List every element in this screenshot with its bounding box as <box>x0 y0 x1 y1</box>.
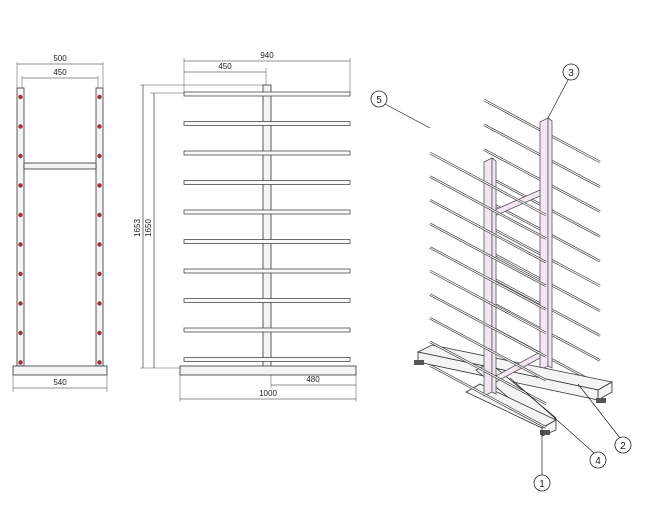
side-hole-left-6 <box>18 271 23 277</box>
front-rail-4 <box>183 209 351 215</box>
iso-rail-front-5-highlight <box>429 270 547 334</box>
front-view: 940 450 1653 1650 480 1000 <box>133 51 357 402</box>
side-left-post <box>16 87 25 367</box>
iso-rail-front-0-highlight <box>429 152 547 216</box>
side-hole-left-1 <box>18 124 23 129</box>
side-hole-left-0 <box>18 94 23 100</box>
iso-foot-2 <box>540 430 550 435</box>
callout-bubble-1 <box>533 474 551 492</box>
front-base <box>179 365 357 376</box>
iso-rail-front-4-highlight <box>429 246 547 310</box>
side-hole-right-3 <box>97 183 102 188</box>
isometric-view <box>414 98 614 437</box>
callouts: 3 5 2 4 1 <box>370 63 632 492</box>
iso-rail-front-9-highlight <box>429 364 547 428</box>
callout-bubble-3 <box>562 63 580 81</box>
callout-label-2: 2 <box>620 441 626 452</box>
iso-rail-front-3-highlight <box>429 223 547 287</box>
side-hole-right-6 <box>97 271 102 277</box>
callout-bubble-2 <box>614 436 632 454</box>
front-center-post <box>262 84 272 368</box>
leader-5 <box>384 103 431 129</box>
dim-label-front-bottom-total: 1000 <box>259 389 277 398</box>
front-rail-5 <box>183 239 351 244</box>
front-rail-6 <box>183 268 351 274</box>
front-rail-8 <box>183 327 351 333</box>
side-hole-right-9 <box>97 360 102 365</box>
side-hole-left-3 <box>18 183 23 188</box>
front-rails <box>183 91 351 362</box>
side-hole-left-7 <box>18 301 23 306</box>
dim-label-front-bottom-right: 480 <box>306 375 320 384</box>
side-right-post <box>95 87 104 367</box>
iso-foot-3 <box>596 398 606 403</box>
side-hole-left-4 <box>18 212 23 218</box>
dim-label-side-top-outer: 500 <box>53 54 67 63</box>
side-holes <box>18 94 102 365</box>
iso-foot-1 <box>414 360 424 365</box>
side-hole-right-2 <box>97 153 102 159</box>
dim-label-front-top-total: 940 <box>260 51 274 60</box>
callout-label-5: 5 <box>376 95 382 106</box>
side-hole-left-8 <box>18 330 23 336</box>
side-hole-right-4 <box>97 212 102 218</box>
iso-rail-front-2-highlight <box>429 199 547 263</box>
side-hole-right-1 <box>97 124 102 129</box>
front-rail-3 <box>183 180 351 185</box>
iso-rail-front-1-highlight <box>429 176 547 240</box>
callout-label-3: 3 <box>568 68 574 79</box>
front-rail-0 <box>183 91 351 97</box>
iso-rails-front <box>429 151 547 429</box>
side-view: 500 450 540 <box>12 54 108 392</box>
dim-label-front-top-half: 450 <box>218 62 232 71</box>
front-rail-9 <box>183 357 351 362</box>
side-hole-right-0 <box>97 94 102 100</box>
iso-rail-front-8-highlight <box>429 341 547 405</box>
iso-rail-front-7-highlight <box>429 317 547 381</box>
dim-label-side-top-inner: 450 <box>53 68 67 77</box>
callout-bubble-4 <box>589 451 607 469</box>
side-hole-left-5 <box>18 242 23 247</box>
side-hole-right-8 <box>97 330 102 336</box>
dim-label-side-bottom: 540 <box>53 378 67 387</box>
leader-2 <box>577 383 621 439</box>
side-crossbar <box>23 162 97 170</box>
leader-3 <box>547 79 569 119</box>
callout-label-1: 1 <box>539 479 545 490</box>
side-base <box>12 365 108 376</box>
side-hole-left-9 <box>18 360 23 365</box>
dim-label-front-height-inner: 1650 <box>144 219 153 237</box>
side-hole-left-2 <box>18 153 23 159</box>
iso-rail-front-6-highlight <box>429 294 547 358</box>
front-rail-2 <box>183 150 351 156</box>
leader-4 <box>509 377 595 454</box>
side-hole-right-7 <box>97 301 102 306</box>
callout-bubble-5 <box>370 90 388 108</box>
dim-label-front-height-outer: 1653 <box>133 219 142 237</box>
side-hole-right-5 <box>97 242 102 247</box>
front-rail-7 <box>183 298 351 303</box>
callout-label-4: 4 <box>595 456 601 467</box>
front-rail-1 <box>183 121 351 126</box>
